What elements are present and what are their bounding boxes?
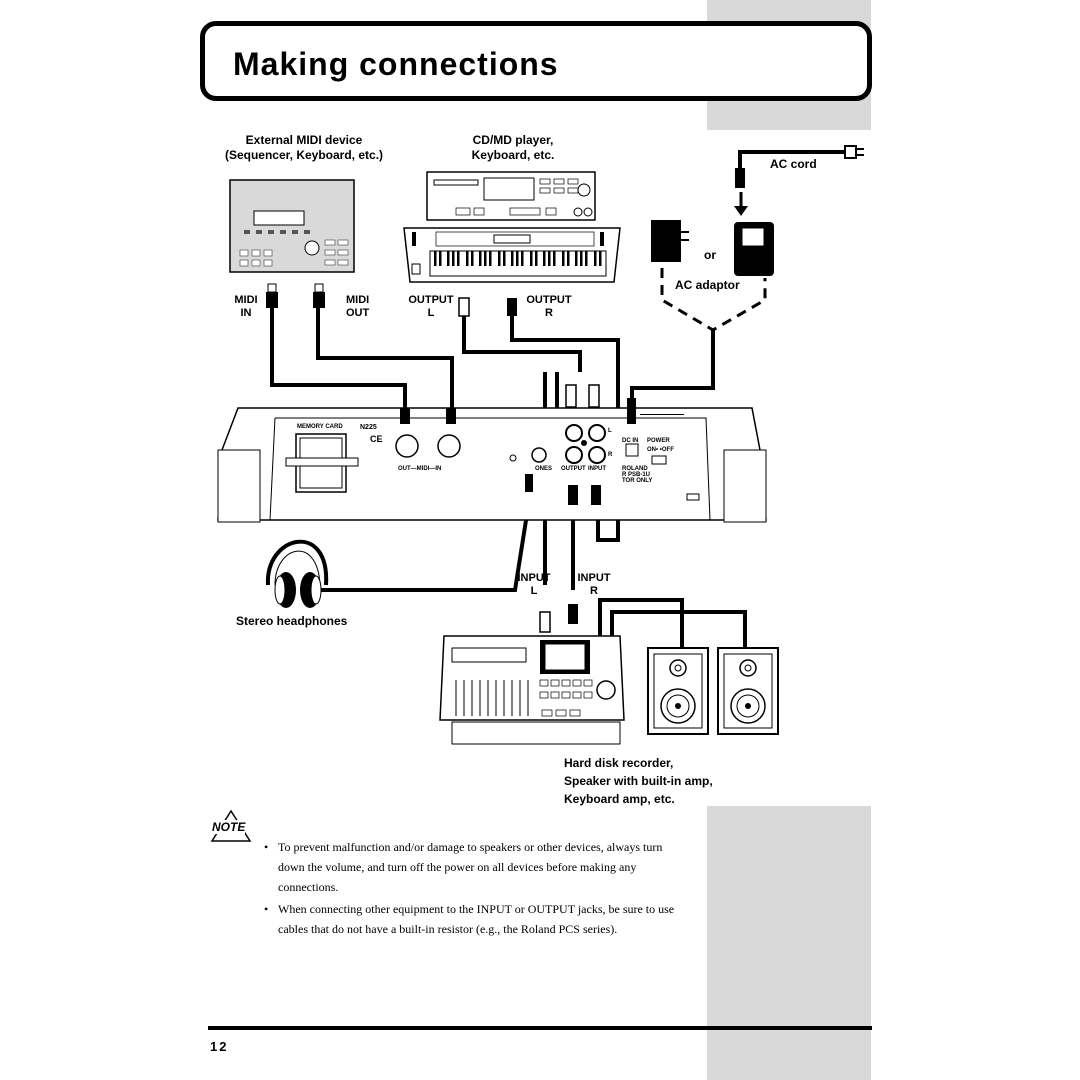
black-keys [434, 251, 602, 266]
input-r-label: INPUT R [577, 572, 611, 597]
panel-l: L [608, 428, 612, 434]
panel-input: INPUT [588, 466, 606, 472]
output-l-label: OUTPUT L [408, 294, 454, 319]
note-label: NOTE [212, 820, 246, 834]
ac-cord-and-adaptors [651, 145, 864, 276]
or-label: or [704, 248, 716, 262]
ac-cord-label: AC cord [770, 157, 817, 171]
cd-md-label: CD/MD player, Keyboard, etc. [471, 133, 555, 162]
cable-midi-out [316, 307, 454, 410]
external-midi-device [229, 179, 355, 308]
panel-power-states: ON• •OFF [647, 447, 674, 453]
panel-output: OUTPUT [561, 466, 586, 472]
panel-model: N225 [360, 424, 377, 431]
rear-panel [217, 384, 767, 523]
cable-speaker-right [610, 610, 747, 648]
title-frame [200, 21, 872, 101]
headphones-label: Stereo headphones [236, 614, 348, 628]
keyboard [403, 227, 621, 317]
note-item: •To prevent malfunction and/or damage to… [264, 840, 663, 894]
panel-ce-mark: CE [370, 434, 383, 444]
stereo-headphones [265, 539, 329, 608]
input-l-label: INPUT L [517, 572, 551, 597]
cable-output-l [462, 316, 582, 372]
cable-midi-in [270, 307, 407, 410]
page-number: 12 [210, 1039, 229, 1054]
hard-disk-recorder [439, 604, 625, 745]
note-icon: NOTE [210, 809, 252, 848]
external-midi-label: External MIDI device (Sequencer, Keyboar… [224, 133, 384, 162]
cable-speaker-left [598, 598, 684, 648]
note-list: •To prevent malfunction and/or damage to… [264, 837, 684, 941]
cable-dc-in [630, 330, 715, 398]
panel-phones: ONES [535, 466, 553, 472]
footer-rule [208, 1026, 872, 1030]
panel-dc-in: DC IN [622, 438, 639, 444]
midi-in-label: MIDI IN [234, 294, 258, 319]
adaptor-dashed-paths [660, 268, 767, 332]
panel-midi: OUT—MIDI—IN [398, 466, 442, 472]
ac-adaptor-label: AC adaptor [675, 278, 740, 292]
panel-adaptor-only: TOR ONLY [622, 478, 653, 484]
panel-power: POWER [647, 438, 670, 444]
sidebar-shade-bottom [707, 806, 871, 1080]
recorder-label: Hard disk recorder, Speaker with built-i… [564, 756, 713, 806]
speaker-right [717, 647, 779, 735]
panel-roland: ROLAND [622, 466, 648, 472]
panel-memory-card: MEMORY CARD [297, 424, 343, 430]
cd-md-player [426, 171, 596, 221]
midi-out-label: MIDI OUT [346, 294, 370, 319]
output-r-label: OUTPUT R [526, 294, 572, 319]
note-item: •When connecting other equipment to the … [264, 902, 675, 936]
panel-r: R [608, 452, 613, 458]
panel-adaptor-model: R PSB-1U [622, 472, 651, 478]
page-title: Making connections [233, 46, 559, 82]
cable-headphones [312, 494, 532, 592]
speaker-left [647, 647, 709, 735]
